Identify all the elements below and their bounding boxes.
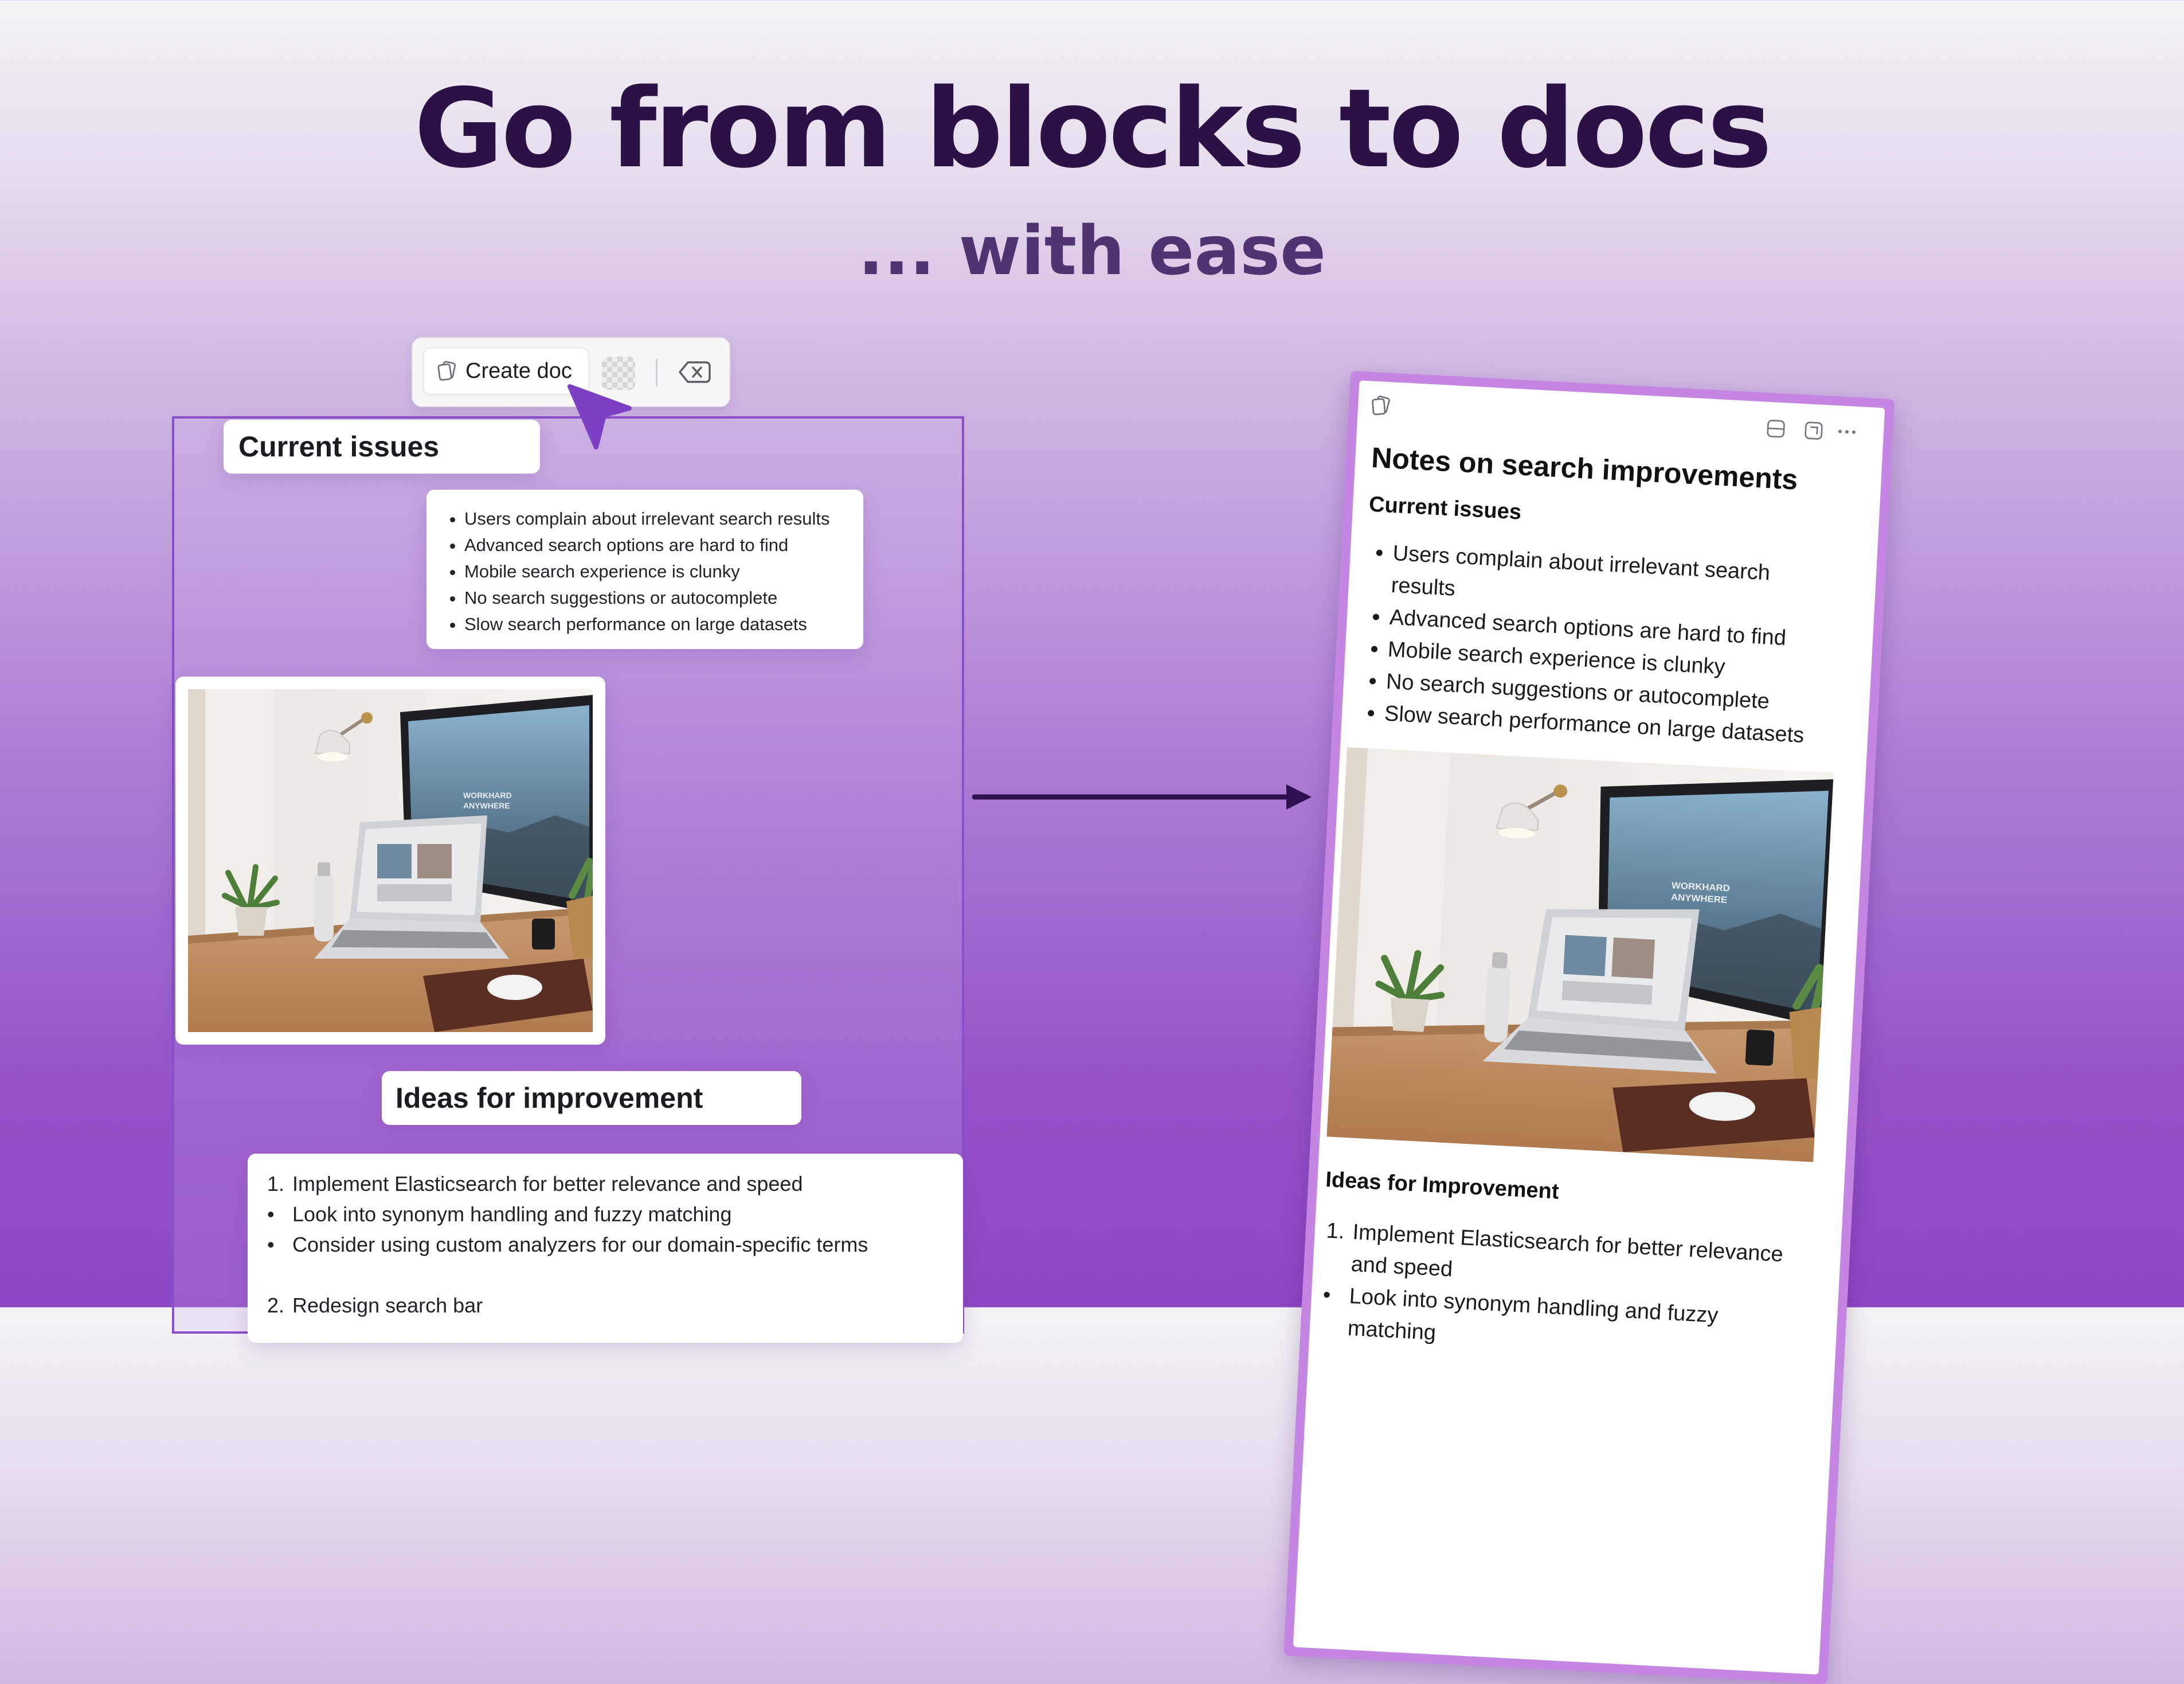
doc-icon	[1369, 394, 1393, 421]
desk-photo: WORKHARD ANYWHERE	[1326, 747, 1834, 1162]
image-block[interactable]: WORKHARD ANYWHERE	[175, 677, 605, 1045]
doc-bullet-list: Users complain about irrelevant search r…	[1359, 536, 1826, 752]
doc-preview[interactable]: Notes on search improvements Current iss…	[1283, 370, 1895, 1684]
cursor-pointer-icon	[567, 383, 636, 452]
doc-heading-ideas: Ideas for Improvement	[1325, 1167, 1560, 1204]
list-item: 1.Implement Elasticsearch for better rel…	[267, 1172, 803, 1195]
expand-icon[interactable]	[1803, 420, 1825, 444]
doc-page: Notes on search improvements Current iss…	[1293, 380, 1885, 1675]
svg-text:WORKHARD: WORKHARD	[1672, 881, 1731, 894]
checkerboard-icon[interactable]	[602, 357, 635, 390]
list-spacer	[267, 1260, 946, 1290]
page-subtitle: ... with ease	[858, 211, 1326, 290]
heading-block-ideas[interactable]: Ideas for improvement	[382, 1071, 801, 1125]
toolbar-divider	[656, 359, 657, 386]
list-item: Mobile search experience is clunky	[464, 558, 847, 585]
doc-icon	[436, 360, 459, 382]
list-item: Slow search performance on large dataset…	[464, 611, 847, 638]
arrow-right-icon	[972, 780, 1316, 814]
create-doc-button[interactable]: Create doc	[423, 347, 589, 394]
list-item: Users complain about irrelevant search r…	[464, 506, 847, 532]
backspace-delete-icon[interactable]	[675, 354, 713, 390]
bullet-list-block[interactable]: Users complain about irrelevant search r…	[426, 490, 863, 649]
svg-text:ANYWHERE: ANYWHERE	[463, 801, 510, 810]
ideas-list-block[interactable]: 1.Implement Elasticsearch for better rel…	[248, 1154, 963, 1343]
list-item: 2.Redesign search bar	[267, 1294, 483, 1317]
svg-text:WORKHARD: WORKHARD	[463, 791, 512, 800]
svg-text:ANYWHERE: ANYWHERE	[1671, 892, 1728, 905]
page-title: Go from blocks to docs	[414, 65, 1772, 192]
doc-title: Notes on search improvements	[1371, 441, 1799, 496]
list-item: Advanced search options are hard to find	[464, 532, 847, 558]
collapse-icon[interactable]	[1765, 418, 1787, 443]
create-doc-label: Create doc	[465, 358, 572, 383]
heading-block-current-issues[interactable]: Current issues	[224, 420, 540, 474]
list-item: •Consider using custom analyzers for our…	[267, 1233, 868, 1256]
block-toolbar: Create doc	[412, 337, 730, 407]
doc-frame: Notes on search improvements Current iss…	[1283, 370, 1895, 1684]
doc-ideas-list: 1.Implement Elasticsearch for better rel…	[1317, 1214, 1794, 1367]
list-item: •Look into synonym handling and fuzzy ma…	[267, 1202, 732, 1226]
list-item: No search suggestions or autocomplete	[464, 585, 847, 611]
more-icon[interactable]	[1836, 423, 1858, 444]
doc-heading-current-issues: Current issues	[1368, 492, 1522, 525]
desk-photo: WORKHARD ANYWHERE	[188, 689, 593, 1032]
doc-image: WORKHARD ANYWHERE	[1326, 747, 1834, 1162]
